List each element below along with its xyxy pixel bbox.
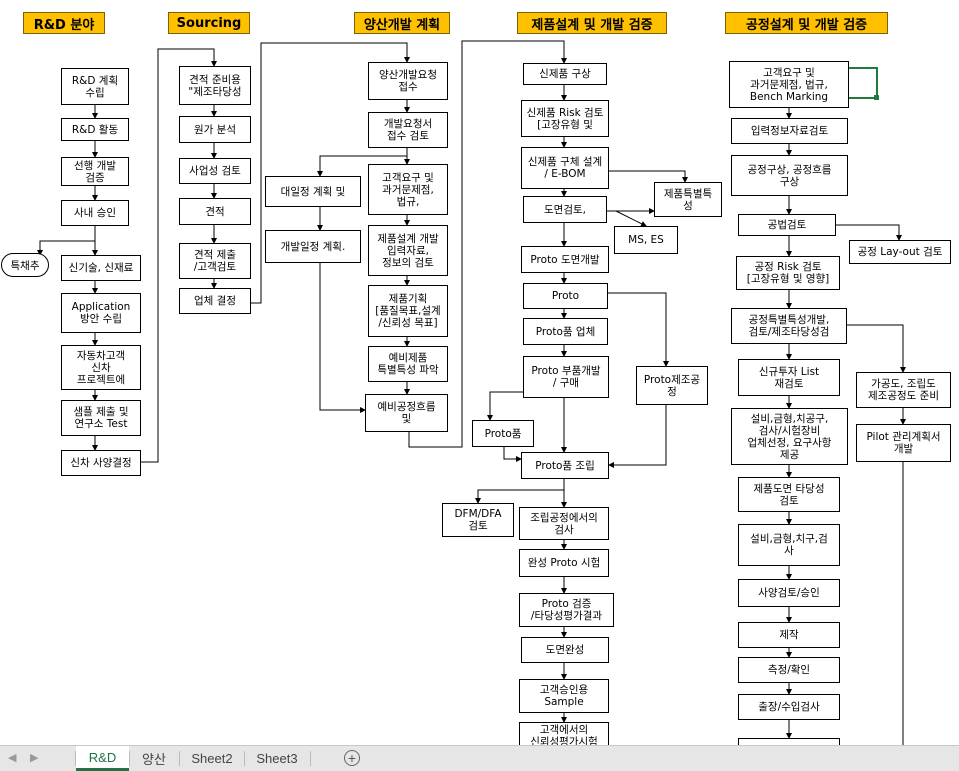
design-risk-review-box[interactable]: 신제품 Risk 검토 [고장유형 및 xyxy=(521,100,609,137)
design-assembly-inspection-box[interactable]: 조립공정에서의 검사 xyxy=(519,507,609,540)
sourcing-supplier-decision-box[interactable]: 업체 결정 xyxy=(179,288,251,314)
design-proto-box[interactable]: Proto xyxy=(523,283,608,309)
rnd-plan-box[interactable]: R&D 계획 수립 xyxy=(61,68,129,105)
rnd-new-tech-box[interactable]: 신기술, 신재료 xyxy=(61,255,141,281)
process-equipment-supplier-box[interactable]: 설비,금형,치공구, 검사/시험장비 업체선정, 요구사항 제공 xyxy=(731,408,848,465)
mass-spec-review-box[interactable]: 개발요청서 접수 검토 xyxy=(368,112,448,148)
process-measure-box[interactable]: 측정/확인 xyxy=(738,657,840,683)
design-customer-test-box[interactable]: 고객에서의 신뢰성평가시험 xyxy=(519,722,609,745)
process-pre-production-box[interactable]: 가공도, 조립도 제조공정도 준비 xyxy=(856,372,951,408)
connector-lines xyxy=(37,40,906,745)
process-investment-list-box[interactable]: 신규투자 List 재검토 xyxy=(738,359,840,396)
mass-master-schedule-box[interactable]: 대일정 계획 및 xyxy=(265,176,361,207)
mass-pre-flow-box[interactable]: 예비공정흐름 및 xyxy=(365,394,448,432)
tab-divider xyxy=(244,751,245,766)
add-sheet-icon[interactable]: + xyxy=(344,750,360,766)
rnd-patent-oval[interactable]: 특채추 xyxy=(1,253,49,277)
process-tooling-box[interactable]: 설비,금형,치구,검 사 xyxy=(738,524,840,566)
design-dfm-dfa-box[interactable]: DFM/DFA 검토 xyxy=(442,503,514,537)
process-layout-review-box[interactable]: 공정 Lay-out 검토 xyxy=(849,240,951,264)
process-shipping-inspection-box[interactable]: 출장/수입검사 xyxy=(738,694,840,720)
design-ms-es-box[interactable]: MS, ES xyxy=(614,226,678,254)
header-product-design: 제품설계 및 개발 검증 xyxy=(517,12,667,34)
process-input-review-box[interactable]: 입력정보자료검토 xyxy=(731,118,848,144)
design-proto-verification-box[interactable]: Proto 검증 /타당성평가결과 xyxy=(519,593,614,627)
tab-sheet3[interactable]: Sheet3 xyxy=(256,751,298,766)
design-proto-parts-box[interactable]: Proto 부품개발 / 구매 xyxy=(523,356,609,398)
mass-request-box[interactable]: 양산개발요청 접수 xyxy=(368,62,448,100)
design-proto-assembly-box[interactable]: Proto품 조립 xyxy=(521,452,609,479)
design-detail-ebom-box[interactable]: 신제품 구체 설계 / E-BOM xyxy=(521,147,609,189)
process-risk-review-box[interactable]: 공정 Risk 검토 [고장유형 및 영향] xyxy=(736,256,840,290)
mass-quality-goal-box[interactable]: 제품기획 [품질목표,설계 /신뢰성 목표] xyxy=(368,285,448,337)
prev-sheet-arrow-icon[interactable]: ◀ xyxy=(8,752,17,764)
mass-input-review-box[interactable]: 제품설계 개발 입력자료, 정보의 검토 xyxy=(368,225,448,276)
design-drawing-complete-box[interactable]: 도면완성 xyxy=(521,637,609,663)
design-concept-box[interactable]: 신제품 구상 xyxy=(523,63,607,85)
process-requirements-box[interactable]: 고객요구 및 과거문제점, 법규, Bench Marking xyxy=(729,61,849,108)
rnd-activity-box[interactable]: R&D 활동 xyxy=(61,118,129,141)
flowchart-canvas: R&D 분야 Sourcing 양산개발 계획 제품설계 및 개발 검증 공정설… xyxy=(1,12,951,745)
design-drawing-review-box[interactable]: 도면검토, xyxy=(523,196,607,223)
design-customer-sample-box[interactable]: 고객승인용 Sample xyxy=(519,679,609,713)
design-proto-supplier-box[interactable]: Proto품 업체 xyxy=(523,318,608,345)
header-sourcing: Sourcing xyxy=(168,12,250,34)
process-next-step-box[interactable] xyxy=(738,738,840,745)
sheet-tab-bar: ◀ ▶ R&D 양산 Sheet2 Sheet3 + xyxy=(0,745,959,771)
mass-dev-schedule-box[interactable]: 개발일정 계획. xyxy=(265,230,361,263)
rnd-sample-test-box[interactable]: 샘플 제출 및 연구소 Test xyxy=(61,400,141,436)
tab-rnd[interactable]: R&D xyxy=(76,746,129,771)
tab-sheet2[interactable]: Sheet2 xyxy=(191,751,233,766)
rnd-spec-decision-box[interactable]: 신차 사양결정 xyxy=(61,450,141,476)
design-final-proto-test-box[interactable]: 완성 Proto 시험 xyxy=(519,549,609,577)
sourcing-quote-prep-box[interactable]: 견적 준비용 "제조타당성 xyxy=(179,66,251,105)
process-concept-flow-box[interactable]: 공정구상, 공정흐름 구상 xyxy=(731,155,848,196)
process-spec-approval-box[interactable]: 사양검토/승인 xyxy=(738,579,840,607)
mass-customer-req-box[interactable]: 고객요구 및 과거문제점, 법규, xyxy=(368,164,448,215)
sourcing-quote-submit-box[interactable]: 견적 제출 /고객검토 xyxy=(179,243,251,279)
rnd-advanced-dev-box[interactable]: 선행 개발 검증 xyxy=(61,157,129,186)
tab-divider xyxy=(179,751,180,766)
mass-pre-special-char-box[interactable]: 예비제품 특별특성 파악 xyxy=(368,346,448,382)
design-proto-item-box[interactable]: Proto품 xyxy=(472,420,534,447)
design-proto-drawing-box[interactable]: Proto 도면개발 xyxy=(521,246,609,273)
header-process-design: 공정설계 및 개발 검증 xyxy=(725,12,888,34)
process-special-char-box[interactable]: 공정특별특성개발, 검토/제조타당성검 xyxy=(731,308,847,344)
header-rnd: R&D 분야 xyxy=(23,12,105,34)
rnd-application-box[interactable]: Application 방안 수립 xyxy=(61,293,141,333)
rnd-internal-approval-box[interactable]: 사내 승인 xyxy=(61,200,129,226)
process-drawing-review-box[interactable]: 제품도면 타당성 검토 xyxy=(738,477,840,512)
header-mass-plan: 양산개발 계획 xyxy=(354,12,450,34)
sourcing-cost-analysis-box[interactable]: 원가 분석 xyxy=(179,116,251,143)
tab-mass-production[interactable]: 양산 xyxy=(142,752,166,767)
design-proto-process-box[interactable]: Proto제조공 정 xyxy=(636,366,708,405)
rnd-oem-project-box[interactable]: 자동차고객 신차 프로젝트에 xyxy=(61,345,141,390)
process-method-review-box[interactable]: 공법검토 xyxy=(738,214,836,236)
tab-divider xyxy=(129,751,130,766)
tab-divider xyxy=(310,751,311,766)
process-pilot-plan-box[interactable]: Pilot 관리계획서 개발 xyxy=(856,424,951,462)
design-special-char-box[interactable]: 제품특별특 성 xyxy=(654,182,722,217)
next-sheet-arrow-icon[interactable]: ▶ xyxy=(30,752,39,764)
sourcing-business-review-box[interactable]: 사업성 검토 xyxy=(179,158,251,184)
tab-divider xyxy=(75,751,76,766)
process-manufacture-box[interactable]: 제작 xyxy=(738,622,840,648)
sourcing-quote-box[interactable]: 견적 xyxy=(179,198,251,225)
